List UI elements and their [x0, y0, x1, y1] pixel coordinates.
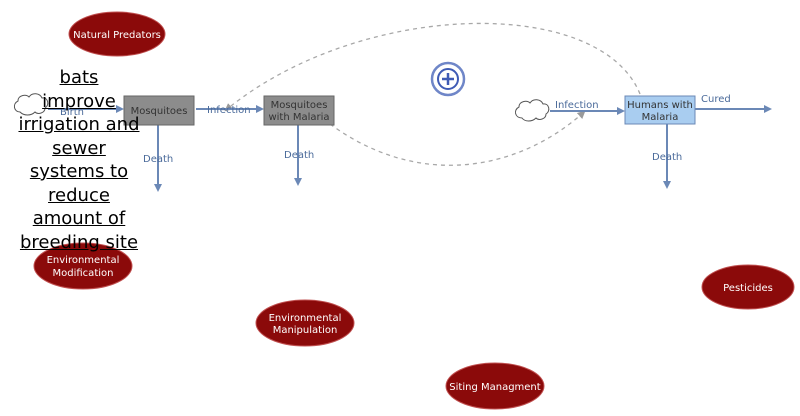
stock-humans-malaria-line2: Malaria	[642, 112, 679, 123]
oval-siting-management-label: Siting Managment	[449, 382, 540, 393]
connector-humans-to-infection	[224, 22, 641, 112]
stock-mosquitoes[interactable]: Mosquitoes	[123, 95, 195, 126]
stock-mosquitoes-malaria-line2: with Malaria	[268, 112, 329, 123]
oval-environmental-modification-label-2: Modification	[53, 268, 114, 279]
cloud-icon	[13, 93, 49, 116]
stock-mosquitoes-with-malaria[interactable]: Mosquitoes with Malaria	[263, 95, 335, 126]
oval-environmental-manipulation-label-1: Environmental	[269, 313, 342, 324]
oval-natural-predators[interactable]: Natural Predators	[68, 11, 166, 57]
cloud-icon	[514, 99, 550, 122]
annotation-line: improve	[42, 90, 116, 112]
annotation-line: breeding site	[19, 231, 139, 253]
stock-mosquitoes-malaria-line1: Mosquitoes	[271, 100, 328, 111]
oval-pesticides[interactable]: Pesticides	[701, 264, 795, 310]
birth-label: Birth	[60, 107, 84, 118]
annotation-line: sewer	[52, 137, 106, 159]
oval-siting-management[interactable]: Siting Managment	[445, 362, 545, 410]
oval-environmental-manipulation-label-2: Manipulation	[273, 325, 338, 336]
plus-circle-icon[interactable]	[430, 61, 466, 97]
oval-environmental-modification-label-1: Environmental	[47, 255, 120, 266]
annotation-line: amount of	[32, 208, 126, 229]
death-label-2: Death	[284, 150, 314, 161]
annotation-line: reduce	[48, 184, 110, 206]
cured-label: Cured	[701, 94, 731, 105]
connector-mosquitoes-malaria-to-infection	[329, 110, 586, 166]
oval-natural-predators-label: Natural Predators	[73, 30, 161, 41]
oval-environmental-modification[interactable]: Environmental Modification	[33, 242, 133, 290]
death-label-1: Death	[143, 154, 173, 165]
death-label-3: Death	[652, 152, 682, 163]
annotation-line: irrigation and	[18, 114, 140, 135]
annotation-line: systems to	[29, 161, 129, 182]
stock-humans-malaria-line1: Humans with	[627, 100, 693, 111]
oval-environmental-manipulation[interactable]: Environmental Manipulation	[255, 299, 355, 347]
stock-mosquitoes-label: Mosquitoes	[131, 106, 188, 117]
annotation-note: bats improve irrigation and sewer system…	[4, 66, 154, 254]
oval-pesticides-label: Pesticides	[723, 283, 773, 294]
infection-label-2: Infection	[555, 100, 599, 111]
stock-humans-with-malaria[interactable]: Humans with Malaria	[624, 95, 696, 125]
infection-label-1: Infection	[207, 105, 251, 116]
annotation-line: bats	[59, 67, 99, 88]
